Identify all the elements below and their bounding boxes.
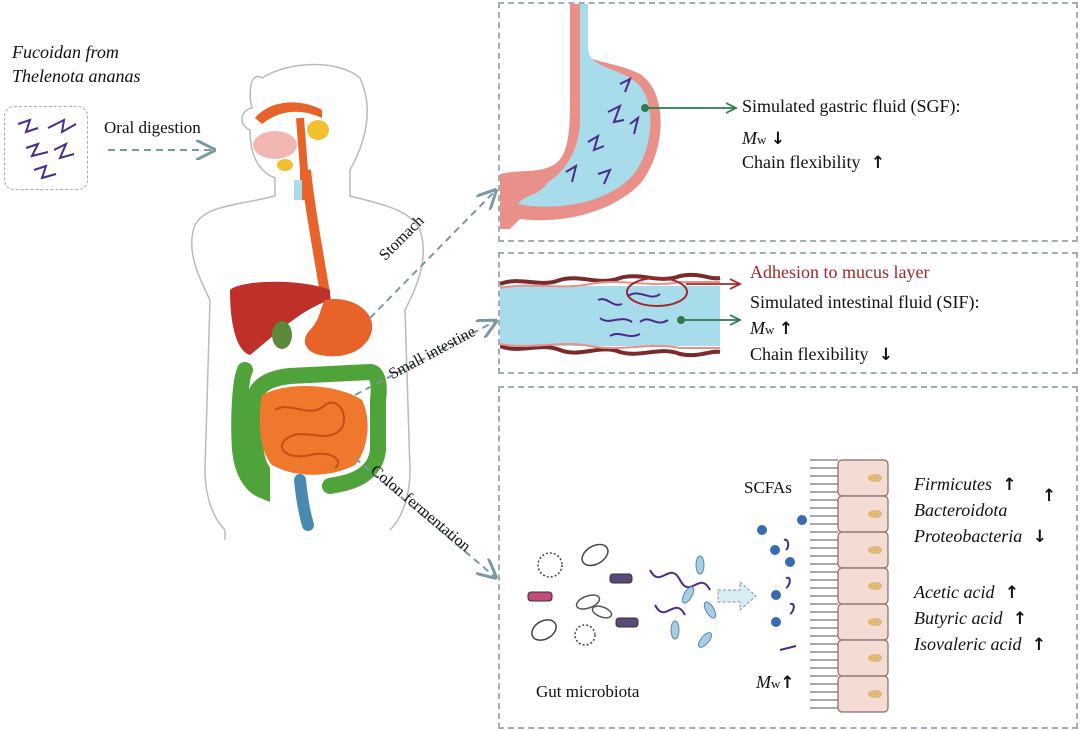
fucoidan-molecule-icon: [17, 118, 77, 180]
sif-flex-label: Chain flexibility: [750, 344, 869, 364]
sgf-flex-label: Chain flexibility: [742, 152, 861, 172]
fucoidan-title-line1: Fucoidan from: [12, 42, 119, 62]
bacteria-proteobacteria-label: Proteobacteria: [914, 526, 1023, 546]
gut-microbiota-label: Gut microbiota: [536, 682, 640, 701]
fucoidan-title-line2: Thelenota ananas: [12, 66, 141, 86]
sif-mw-row: Mw ↑: [750, 318, 793, 339]
colon-mw-sub: w: [771, 676, 781, 691]
butyric-up-arrow-icon: ↑: [1006, 609, 1028, 629]
bacteria-bacteroidota: Bacteroidota: [914, 500, 1007, 521]
colon-mw-row: Mw↑: [756, 672, 795, 693]
sgf-mw-sub: w: [757, 132, 767, 147]
sgf-mw-row: Mw ↓: [742, 128, 785, 149]
acid-acetic: Acetic acid ↑: [914, 582, 1019, 603]
bacteria-bacteroidota-label: Bacteroidota: [914, 500, 1008, 520]
sgf-flex-row: Chain flexibility ↑: [742, 152, 885, 173]
colon-panel: [498, 386, 1078, 729]
isovaleric-up-arrow-icon: ↑: [1025, 635, 1047, 655]
sgf-panel: [498, 2, 1078, 242]
colon-fermentation-illustration: [527, 459, 889, 713]
scfas-label: SCFAs: [744, 478, 792, 497]
sgf-mw-down-arrow-icon: ↓: [770, 129, 786, 149]
body-diagram: [191, 63, 424, 540]
adhesion-pointer-arrow: [686, 278, 743, 290]
bacteroidota-up-arrow-icon: ↑: [1042, 486, 1057, 506]
bacteria-proteobacteria: Proteobacteria ↓: [914, 526, 1047, 547]
intestine-illustration: [500, 272, 721, 358]
acid-butyric: Butyric acid ↑: [914, 608, 1027, 629]
bacteria-firmicutes-label: Firmicutes: [914, 474, 992, 494]
fucoidan-molecule-box: [4, 106, 88, 190]
sif-flex-row: Chain flexibility ↓: [750, 344, 893, 365]
acid-isovaleric-label: Isovaleric acid: [914, 634, 1022, 654]
stomach-illustration: [500, 4, 661, 229]
sif-pointer-arrow: [677, 314, 743, 326]
colon-mw-symbol: M: [756, 672, 771, 692]
sif-title: Simulated intestinal fluid (SIF):: [750, 292, 980, 312]
acid-isovaleric: Isovaleric acid ↑: [914, 634, 1046, 655]
acetic-up-arrow-icon: ↑: [998, 583, 1020, 603]
firmicutes-up-arrow-icon: ↑: [996, 475, 1017, 495]
colon-mw-up-arrow-icon: ↑: [780, 673, 795, 693]
acid-acetic-label: Acetic acid: [914, 582, 995, 602]
oral-digestion-label: Oral digestion: [104, 118, 201, 137]
sif-mw-up-arrow-icon: ↑: [778, 319, 794, 339]
sif-mw-symbol: M: [750, 318, 765, 338]
proteobacteria-down-arrow-icon: ↓: [1026, 527, 1047, 547]
sif-flex-down-arrow-icon: ↓: [873, 345, 894, 365]
bacteria-firmicutes: Firmicutes ↑: [914, 474, 1017, 495]
sif-panel: [498, 252, 1078, 374]
sgf-title: Simulated gastric fluid (SGF):: [742, 96, 961, 116]
sif-mw-sub: w: [765, 322, 775, 337]
sgf-pointer-arrow: [641, 102, 739, 114]
sgf-flex-up-arrow-icon: ↑: [865, 153, 886, 173]
flow-arrows: [108, 0, 520, 600]
sif-adhesion-label: Adhesion to mucus layer: [750, 262, 930, 282]
sgf-mw-symbol: M: [742, 128, 757, 148]
acid-butyric-label: Butyric acid: [914, 608, 1003, 628]
